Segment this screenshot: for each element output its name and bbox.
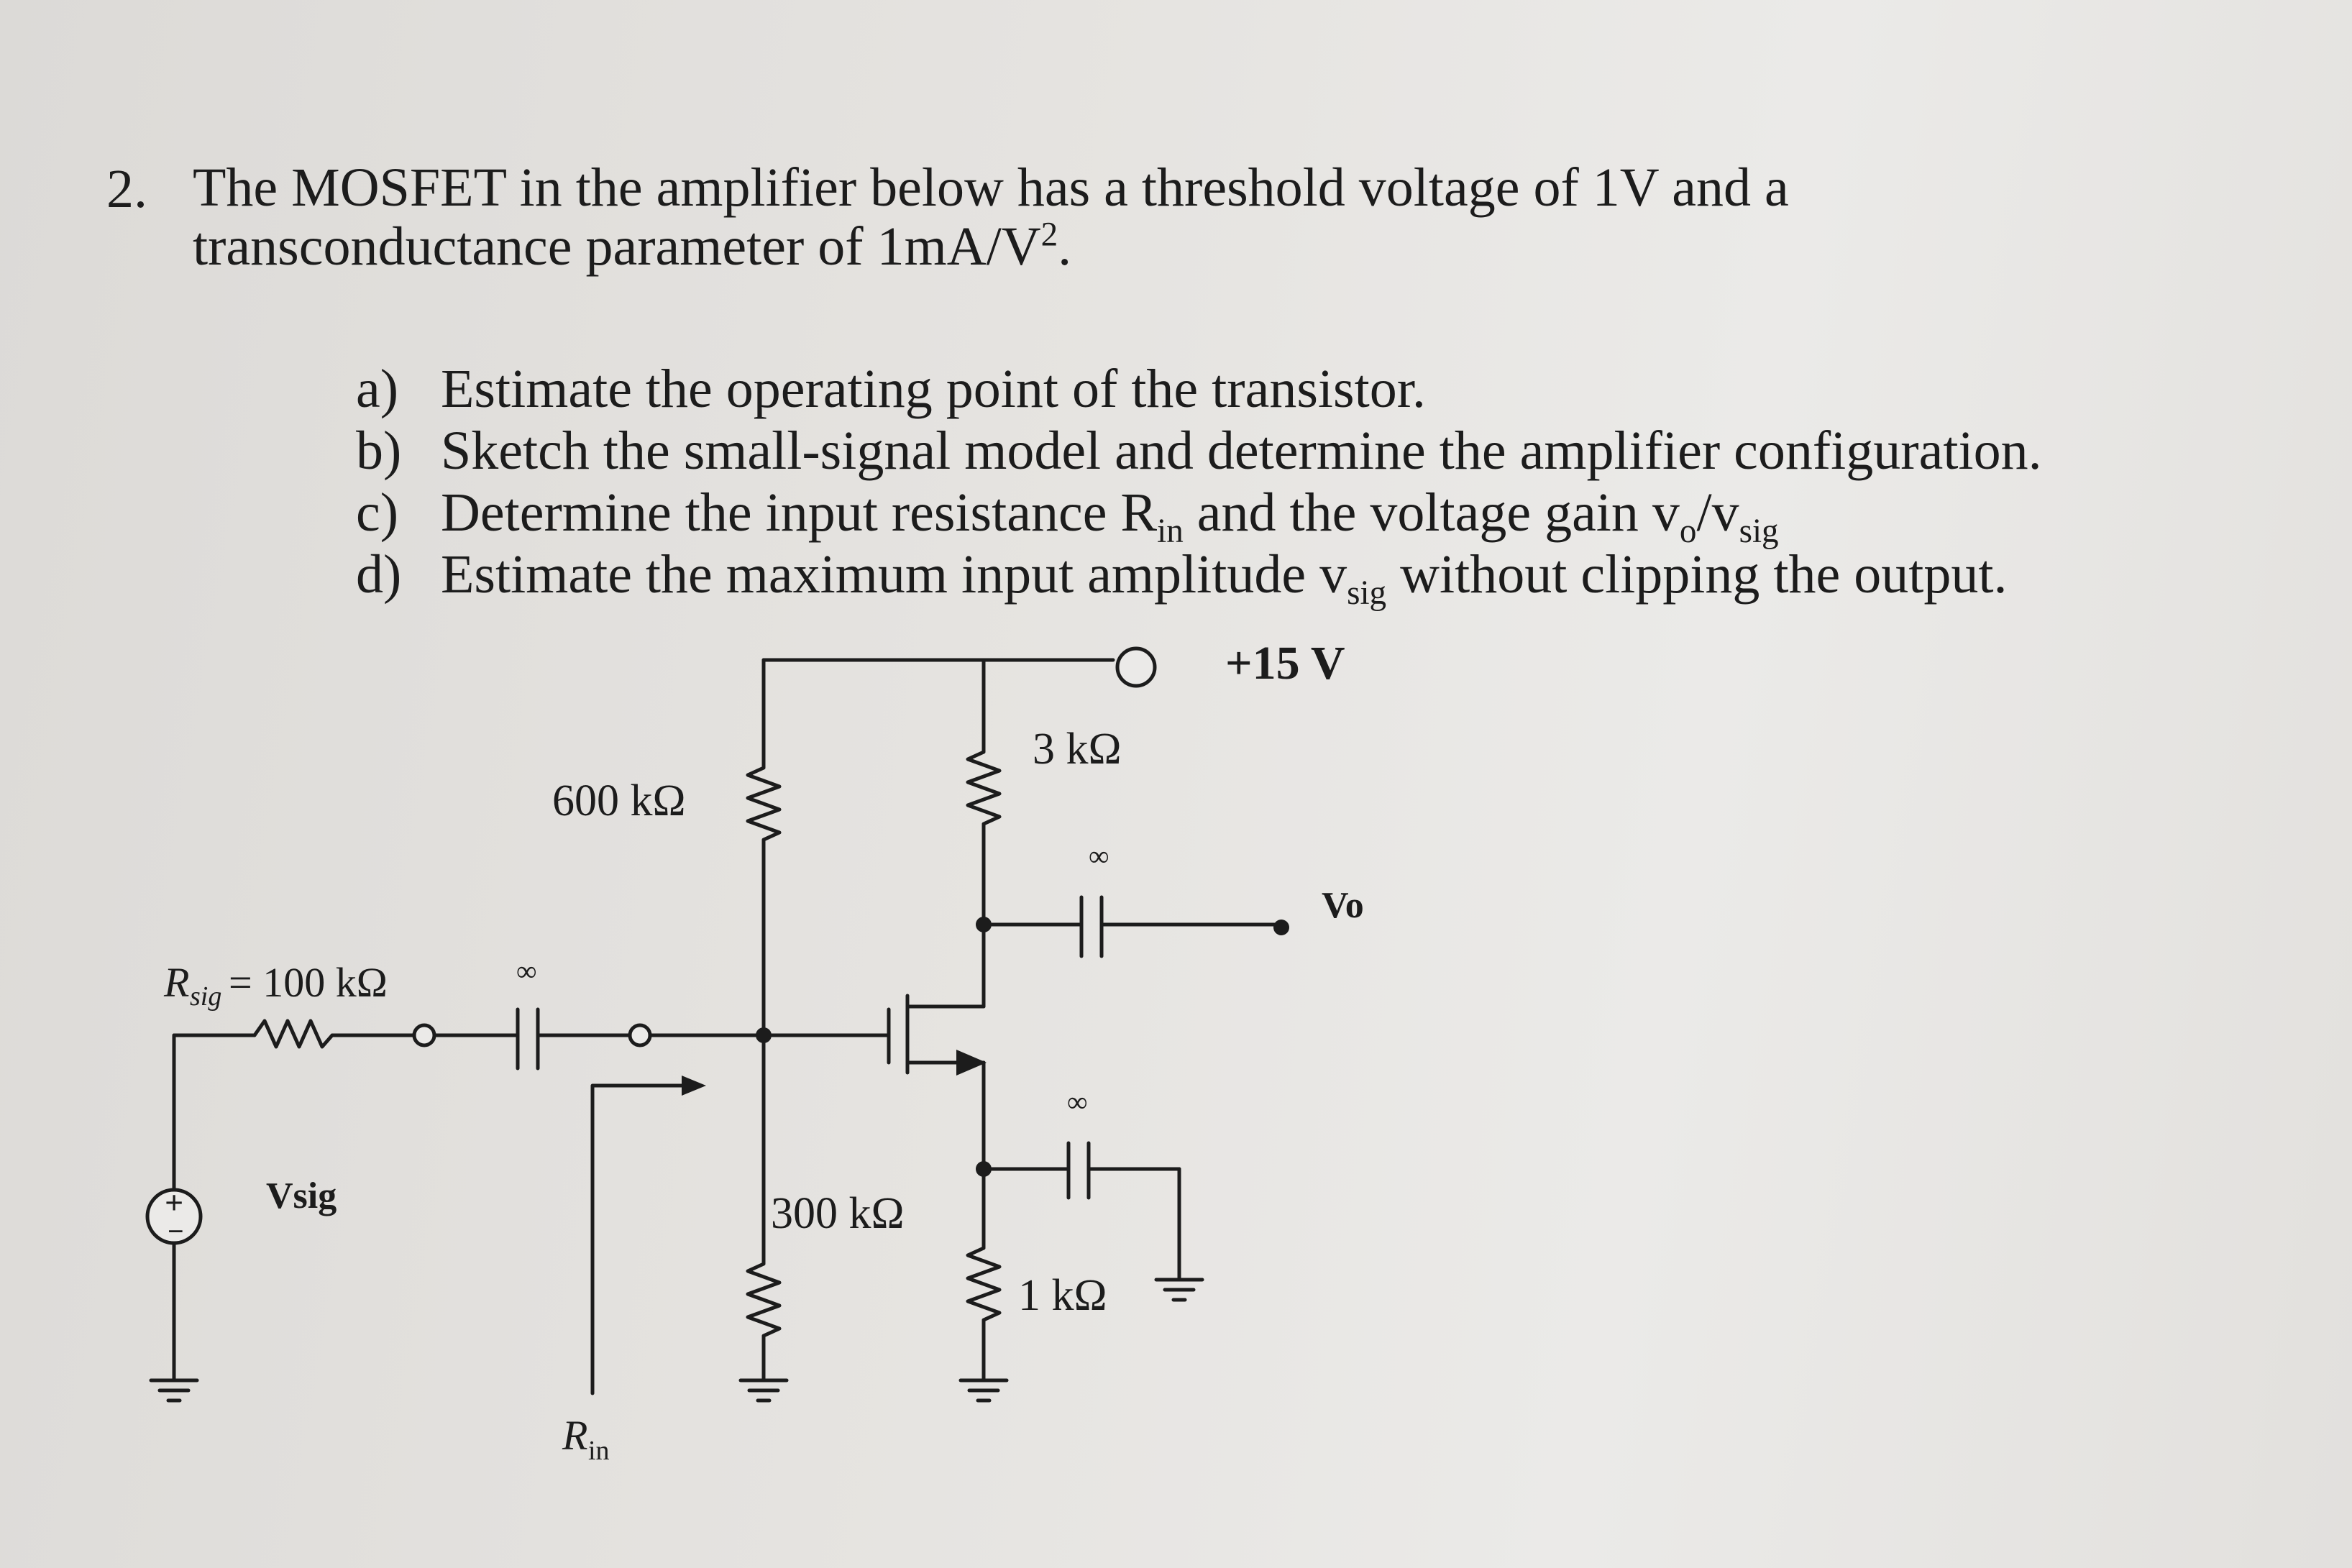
stem-period: . [1058,216,1072,277]
r-sig-symbol: R [163,959,189,1006]
v-out-label: Vo [1322,885,1364,926]
source-capacitor-value: ∞ [1067,1086,1088,1118]
node-dot-drain [976,917,992,932]
output-capacitor-value: ∞ [1089,840,1109,872]
r-source-label: 1 kΩ [1018,1271,1107,1320]
resistor-300k [746,1257,782,1354]
question-parts: a) Estimate the operating point of the tr… [356,358,2042,610]
stem-line-1: The MOSFET in the amplifier below has a … [193,157,1789,218]
part-c-label: c) [356,482,399,543]
part-c-sub-a: in [1157,513,1184,551]
part-d-label: d) [356,544,402,605]
part-c-text-c: /v [1696,482,1739,543]
resistor-rsig [252,1019,334,1049]
part-a-label: a) [356,359,399,419]
r-sig-value: = 100 kΩ [229,959,388,1006]
part-a-text: Estimate the operating point of the tran… [441,359,1426,419]
part-c-sub-b: o [1679,513,1697,551]
v-sig-label: Vsig [266,1175,337,1216]
stem-line-2: transconductance parameter of 1mA/V2. [193,217,2062,276]
r-in-sub: in [588,1436,610,1466]
part-d-text-b: without clipping the output. [1386,544,2008,605]
part-b-label: b) [356,421,402,481]
question-number: 2. [106,159,147,219]
part-c-text-b: and the voltage gain v [1183,482,1680,543]
resistor-1k [966,1167,1002,1383]
rin-arrow-head [682,1076,706,1096]
part-b: b) Sketch the small-signal model and dete… [356,420,2042,482]
node-dot-gate [756,1027,772,1043]
part-d: d) Estimate the maximum input amplitude v… [356,544,2042,610]
resistor-600k [746,761,782,847]
part-c: c) Determine the input resistance Rin and… [356,482,2042,549]
r-gate-top-label: 600 kΩ [552,776,686,825]
question-stem: The MOSFET in the amplifier below has a … [193,158,2062,276]
part-a: a) Estimate the operating point of the tr… [356,358,2042,420]
part-c-sub-c: sig [1739,513,1779,551]
rin-indicator-line [590,1083,692,1395]
r-gate-bottom-label: 300 kΩ [771,1189,905,1238]
part-c-text-a: Determine the input resistance R [441,482,1158,543]
r-sig-sub: sig [190,981,221,1012]
r-in-symbol: R [562,1412,587,1459]
resistor-3k [966,746,1002,836]
input-terminal-2 [628,1023,652,1047]
part-d-text-a: Estimate the maximum input amplitude v [441,544,1347,605]
output-terminal [1273,920,1289,935]
source-minus-sign: − [168,1215,184,1247]
stem-exponent: 2 [1040,216,1058,254]
r-drain-label: 3 kΩ [1033,725,1122,774]
mosfet-source-arrow [956,1050,987,1076]
input-terminal-1 [412,1023,436,1047]
source-plus-sign: + [165,1184,183,1221]
input-capacitor-value: ∞ [516,955,537,987]
part-b-text: Sketch the small-signal model and determ… [441,421,2042,481]
ground-symbols [149,1278,1204,1403]
part-d-sub-a: sig [1347,574,1387,613]
supply-terminal [1115,646,1157,688]
stem-line-2-text: transconductance parameter of 1mA/V [193,216,1041,277]
supply-voltage-label: +15 V [1225,637,1345,689]
node-dot-source [976,1161,992,1177]
